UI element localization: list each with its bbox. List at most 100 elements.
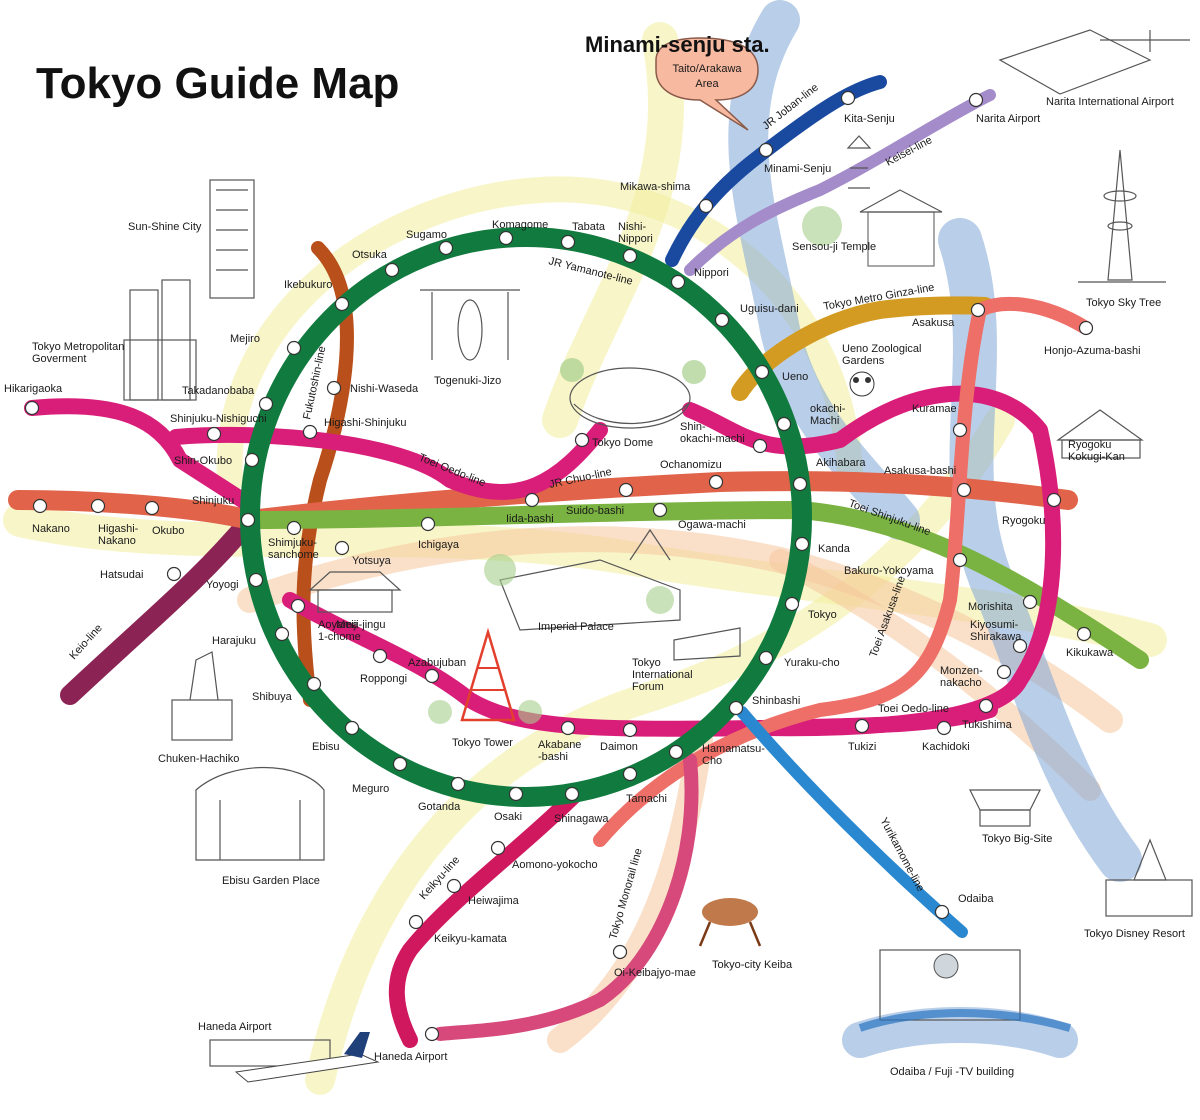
station-dot-mikawa-shima[interactable] [698, 198, 714, 214]
landmark-label-narita-international-airport[interactable]: Narita International Airport [1046, 96, 1174, 108]
landmark-label-tokyo-international-forum[interactable]: International [632, 669, 693, 681]
station-dot-hamamatsu-cho[interactable] [668, 744, 684, 760]
station-dot-otsuka[interactable] [384, 262, 400, 278]
station-dot-kanda[interactable] [794, 536, 810, 552]
station-dot-roppongi[interactable] [372, 648, 388, 664]
station-dot-kita-senju[interactable] [840, 90, 856, 106]
station-dot-oi-keibajyo-mae[interactable] [612, 944, 628, 960]
station-label-tokyo-dome: Tokyo Dome [592, 437, 653, 449]
landmark-label-ueno-zoological-gardens[interactable]: Ueno Zoological [842, 343, 922, 355]
station-dot-ueno[interactable] [754, 364, 770, 380]
station-dot-monzen-nakacho[interactable] [996, 664, 1012, 680]
station-dot-meguro[interactable] [392, 756, 408, 772]
station-dot-tokyo-dome[interactable] [574, 432, 590, 448]
station-dot-tukishima[interactable] [978, 698, 994, 714]
station-dot-harajuku[interactable] [274, 626, 290, 642]
landmark-label-sensou-ji-temple[interactable]: Sensou-ji Temple [792, 241, 876, 253]
station-dot-okachi-machi[interactable] [776, 416, 792, 432]
station-dot-nakano[interactable] [32, 498, 48, 514]
landmark-label-meiji-jingu[interactable]: Meiji-jingu [336, 619, 386, 631]
landmark-label-odaiba-fuji-tv[interactable]: Odaiba / Fuji -TV building [890, 1066, 1014, 1078]
station-dot-iida-bashi[interactable] [524, 492, 540, 508]
station-dot-tamachi[interactable] [622, 766, 638, 782]
station-dot-nishi-nippori[interactable] [622, 248, 638, 264]
landmark-label-sunshine-city[interactable]: Sun-Shine City [128, 221, 202, 233]
station-dot-yotsuya[interactable] [334, 540, 350, 556]
station-dot-mejiro[interactable] [286, 340, 302, 356]
landmark-label-ebisu-garden-place[interactable]: Ebisu Garden Place [222, 875, 320, 887]
station-dot-honjo-azuma-bashi[interactable] [1078, 320, 1094, 336]
station-dot-sugamo[interactable] [438, 240, 454, 256]
station-dot-suido-bashi[interactable] [618, 482, 634, 498]
landmark-label-imperial-palace[interactable]: Imperial Palace [538, 621, 614, 633]
station-dot-shinjuku[interactable] [240, 512, 256, 528]
station-dot-daimon[interactable] [622, 722, 638, 738]
station-dot-shin-okachi-machi[interactable] [752, 438, 768, 454]
station-dot-asakusa[interactable] [970, 302, 986, 318]
station-dot-ichigaya[interactable] [420, 516, 436, 532]
station-dot-ochanomizu[interactable] [708, 474, 724, 490]
landmark-label-haneda-airport-landmark[interactable]: Haneda Airport [198, 1021, 271, 1033]
station-dot-higashi-shinjuku[interactable] [302, 424, 318, 440]
station-label-shinjuku-nishiguchi: Shinjuku-Nishiguchi [170, 413, 267, 425]
station-dot-ebisu[interactable] [344, 720, 360, 736]
station-dot-shinjuku-nishiguchi[interactable] [206, 426, 222, 442]
station-dot-yuraku-cho[interactable] [758, 650, 774, 666]
landmark-label-chuken-hachiko[interactable]: Chuken-Hachiko [158, 753, 239, 765]
station-dot-asakusa-bashi[interactable] [956, 482, 972, 498]
station-dot-tabata[interactable] [560, 234, 576, 250]
station-dot-shin-okubo[interactable] [244, 452, 260, 468]
station-dot-azabujuban[interactable] [424, 668, 440, 684]
landmark-label-tokyo-city-keiba[interactable]: Tokyo-city Keiba [712, 959, 793, 971]
station-dot-osaki[interactable] [508, 786, 524, 802]
station-dot-okubo[interactable] [144, 500, 160, 516]
station-dot-keikyu-kamata[interactable] [408, 914, 424, 930]
landmark-label-tokyo-international-forum[interactable]: Tokyo [632, 657, 661, 669]
station-dot-yoyogi[interactable] [248, 572, 264, 588]
station-dot-aoyama-1-chome[interactable] [290, 598, 306, 614]
station-dot-takadanobaba[interactable] [258, 396, 274, 412]
landmark-label-tokyo-metropolitan-government[interactable]: Goverment [32, 353, 86, 365]
landmark-label-ryogoku-kokugi-kan[interactable]: Kokugi-Kan [1068, 451, 1125, 463]
station-dot-akihabara[interactable] [792, 476, 808, 492]
station-dot-shinagawa[interactable] [564, 786, 580, 802]
station-dot-ogawa-machi[interactable] [652, 502, 668, 518]
station-dot-kikukawa[interactable] [1076, 626, 1092, 642]
station-dot-shibuya[interactable] [306, 676, 322, 692]
station-dot-nippori[interactable] [670, 274, 686, 290]
station-dot-haneda-airport[interactable] [424, 1026, 440, 1042]
station-dot-hikarigaoka[interactable] [24, 400, 40, 416]
landmark-label-tokyo-metropolitan-government[interactable]: Tokyo Metropolitan [32, 341, 124, 353]
landmark-label-tokyo-big-site[interactable]: Tokyo Big-Site [982, 833, 1052, 845]
station-dot-odaiba[interactable] [934, 904, 950, 920]
station-dot-minami-senju[interactable] [758, 142, 774, 158]
station-dot-shinbashi[interactable] [728, 700, 744, 716]
station-dot-bakuro-yokoyama[interactable] [952, 552, 968, 568]
station-dot-aomono-yokocho[interactable] [490, 840, 506, 856]
landmark-label-tokyo-tower[interactable]: Tokyo Tower [452, 737, 513, 749]
landmark-label-tokyo-international-forum[interactable]: Forum [632, 681, 664, 693]
station-dot-morishita[interactable] [1022, 594, 1038, 610]
station-dot-kachidoki[interactable] [936, 720, 952, 736]
station-dot-nishi-waseda[interactable] [326, 380, 342, 396]
station-dot-tokyo[interactable] [784, 596, 800, 612]
station-dot-ryogoku[interactable] [1046, 492, 1062, 508]
station-dot-uguisu-dani[interactable] [714, 312, 730, 328]
station-dot-tukizi[interactable] [854, 718, 870, 734]
station-dot-hatsudai[interactable] [166, 566, 182, 582]
station-dot-komagome[interactable] [498, 230, 514, 246]
landmark-label-ryogoku-kokugi-kan[interactable]: Ryogoku [1068, 439, 1111, 451]
station-dot-shimjuku-sanchome[interactable] [286, 520, 302, 536]
station-dot-ikebukuro[interactable] [334, 296, 350, 312]
station-dot-gotanda[interactable] [450, 776, 466, 792]
landmark-label-ueno-zoological-gardens[interactable]: Gardens [842, 355, 885, 367]
station-dot-narita-airport[interactable] [968, 92, 984, 108]
landmark-label-togenuki-jizo[interactable]: Togenuki-Jizo [434, 375, 501, 387]
station-dot-kuramae[interactable] [952, 422, 968, 438]
landmark-label-tokyo-disney-resort[interactable]: Tokyo Disney Resort [1084, 928, 1185, 940]
station-dot-heiwajima[interactable] [446, 878, 462, 894]
landmark-label-tokyo-sky-tree[interactable]: Tokyo Sky Tree [1086, 297, 1161, 309]
station-dot-higashi-nakano[interactable] [90, 498, 106, 514]
station-dot-kiyosumi-shirakawa[interactable] [1012, 638, 1028, 654]
station-dot-akabane-bashi[interactable] [560, 720, 576, 736]
